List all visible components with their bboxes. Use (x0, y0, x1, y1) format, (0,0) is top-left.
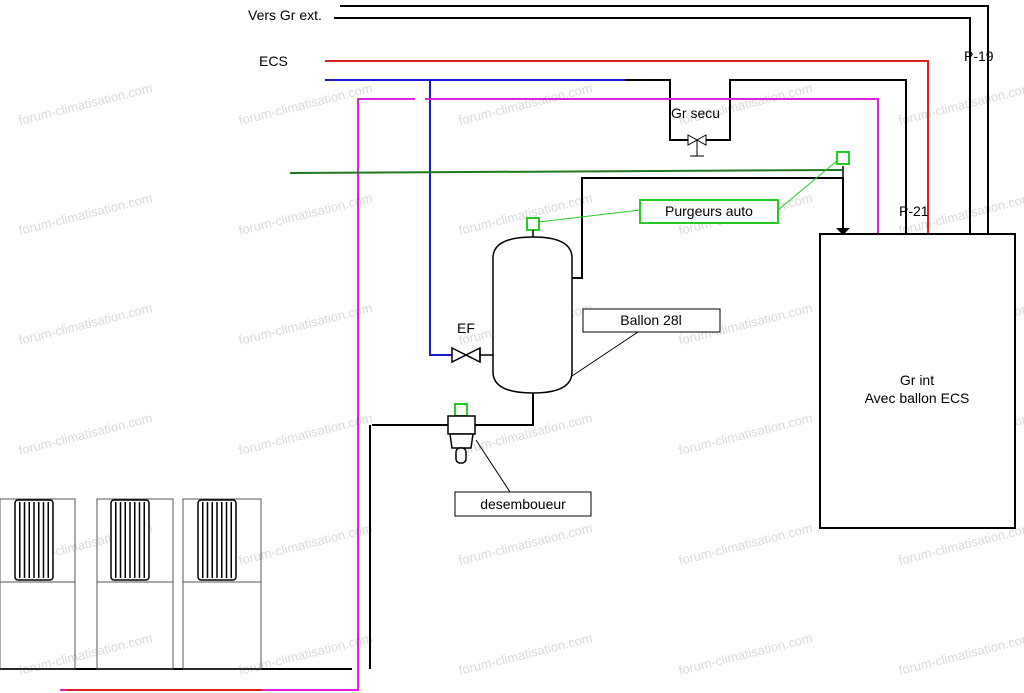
watermark-text: forum-climatisation.com (17, 300, 154, 348)
label-p21: P-21 (899, 203, 929, 219)
pipe-ecs (325, 60, 929, 234)
pipe-vers-gr-ext-inner (334, 17, 971, 234)
watermark-text: forum-climatisation.com (457, 410, 594, 458)
ef-valve (451, 346, 493, 364)
boiler-label-line1: Gr int (900, 372, 934, 388)
label-ecs: ECS (259, 53, 288, 69)
watermark-text: forum-climatisation.com (237, 190, 374, 238)
label-gr-secu: Gr secu (671, 105, 720, 121)
radiator-icon (14, 499, 54, 581)
watermark-text: forum-climatisation.com (17, 410, 154, 458)
purgeur-right-icon (836, 151, 850, 165)
desemboueur-label: desemboueur (480, 496, 566, 512)
radiators-group (0, 498, 262, 670)
ballon-label: Ballon 28l (620, 312, 682, 328)
watermark-text: forum-climatisation.com (237, 520, 374, 568)
purgeur-desemboueur-icon (454, 403, 468, 417)
radiator-icon (110, 499, 150, 581)
ballon-tank (492, 236, 573, 394)
label-p19: P-19 (964, 48, 994, 64)
watermark-text: forum-climatisation.com (897, 80, 1024, 128)
pipe-vers-gr-ext-outer (340, 5, 989, 234)
pipe-ballon-to-boiler (572, 177, 844, 279)
label-ef: EF (457, 320, 475, 336)
boiler-gr-int (819, 233, 1016, 529)
watermark-text: forum-climatisation.com (897, 630, 1024, 678)
watermark-text: forum-climatisation.com (17, 630, 154, 678)
watermark-text: forum-climatisation.com (457, 630, 594, 678)
watermark-text: forum-climatisation.com (237, 410, 374, 458)
radiator-icon (197, 499, 237, 581)
pipe-gr-secu-left (625, 79, 688, 141)
radiator-frame (96, 498, 174, 670)
leader-purgeur-ballon (538, 209, 641, 223)
watermark-text: forum-climatisation.com (457, 520, 594, 568)
watermark-text: forum-climatisation.com (457, 190, 594, 238)
arrow-into-boiler (836, 228, 850, 235)
pipe-gr-secu-right (706, 79, 907, 234)
purgeurs-auto-box (639, 199, 779, 224)
gr-secu-valve (687, 134, 707, 157)
ballon-label-box (582, 308, 721, 333)
pipe-return-magenta-left (60, 98, 415, 691)
label-vers-gr-ext: Vers Gr ext. (248, 7, 322, 23)
desemboueur-device (447, 415, 476, 464)
pipe-cold-water-to-ef (429, 80, 452, 356)
pipe-ballon-to-desemboueur (475, 393, 534, 426)
leader-ballon (571, 331, 639, 377)
purgeur-ballon-icon (526, 217, 540, 231)
watermark-text: forum-climatisation.com (677, 630, 814, 678)
desemboueur-label-box (454, 491, 592, 517)
radiator-frame (0, 498, 76, 670)
leader-purgeur-right (777, 159, 839, 211)
radiator-frame (182, 498, 262, 670)
boiler-label-line2: Avec ballon ECS (865, 390, 970, 406)
leader-desemboueur (475, 439, 511, 493)
watermark-text: forum-climatisation.com (457, 80, 594, 128)
watermark-text: forum-climatisation.com (17, 190, 154, 238)
purgeurs-auto-label: Purgeurs auto (665, 203, 753, 219)
watermark-text: forum-climatisation.com (677, 520, 814, 568)
watermark-text: forum-climatisation.com (237, 80, 374, 128)
watermark-text: forum-climatisation.com (677, 410, 814, 458)
watermark-text: forum-climatisation.com (17, 80, 154, 128)
pipe-green (289, 169, 843, 174)
watermark-text: forum-climatisation.com (237, 630, 374, 678)
watermark-text: forum-climatisation.com (237, 300, 374, 348)
pipe-return-magenta (425, 98, 879, 234)
